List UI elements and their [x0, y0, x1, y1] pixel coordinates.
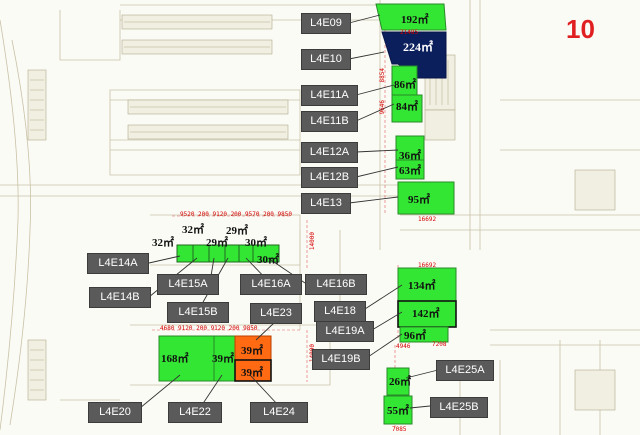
label-l4e16a[interactable]: L4E16A: [240, 274, 302, 295]
unit-l4e14a[interactable]: [176, 244, 194, 263]
label-l4e13[interactable]: L4E13: [301, 193, 351, 214]
area-l4e20: 168㎡: [161, 353, 189, 365]
dimension-14000-a: 14000: [309, 232, 316, 251]
label-l4e19a[interactable]: L4E19A: [316, 321, 374, 342]
unit-l4e12b[interactable]: [395, 159, 425, 180]
label-l4e15b[interactable]: L4E15B: [167, 302, 229, 323]
unit-l4e25b[interactable]: [383, 395, 413, 425]
unit-l4e09[interactable]: [375, 3, 447, 31]
area-l4e12b: 63㎡: [399, 165, 421, 177]
label-l4e18[interactable]: L4E18: [314, 301, 366, 322]
label-l4e20[interactable]: L4E20: [88, 402, 142, 423]
label-l4e09[interactable]: L4E09: [301, 13, 351, 34]
area-l4e19a: 142㎡: [412, 308, 440, 320]
area-l4e22: 39㎡: [212, 353, 234, 365]
label-l4e24[interactable]: L4E24: [250, 402, 308, 423]
area-l4e15a: 29㎡: [206, 237, 228, 249]
area-l4e10: 224㎡: [403, 40, 434, 54]
label-l4e14a[interactable]: L4E14A: [87, 253, 149, 274]
label-l4e15a[interactable]: L4E15A: [157, 274, 219, 295]
unit-l4e24[interactable]: [234, 359, 272, 382]
area-l4e23: 39㎡: [241, 345, 263, 357]
area-l4e11a: 86㎡: [394, 79, 416, 91]
area-l4e13: 95㎡: [408, 194, 430, 206]
area-l4e11b: 84㎡: [396, 101, 418, 113]
area-l4e25a: 26㎡: [389, 376, 411, 388]
area-l4e16b: 30㎡: [257, 254, 279, 266]
dimension-top-row: 9520 200 9120 200 9570 200 9850: [180, 211, 292, 218]
unit-l4e10[interactable]: [381, 31, 447, 79]
dimension-16692-a: 16692: [418, 216, 437, 223]
unit-l4e13[interactable]: [397, 181, 455, 215]
unit-l4e19b[interactable]: [399, 326, 449, 343]
unit-l4e18[interactable]: [397, 267, 457, 302]
label-l4e19b[interactable]: L4E19B: [312, 349, 370, 370]
label-l4e25b[interactable]: L4E25B: [430, 397, 488, 418]
label-l4e11a[interactable]: L4E11A: [301, 85, 358, 106]
area-l4e09: 192㎡: [401, 14, 429, 26]
area-l4e24: 39㎡: [241, 367, 263, 379]
area-l4e15b: 29㎡: [226, 225, 248, 237]
label-l4e12b[interactable]: L4E12B: [301, 167, 358, 188]
seating-blocks: [27, 14, 616, 411]
unit-l4e25a[interactable]: [386, 367, 410, 396]
seat-rows: [30, 21, 449, 391]
area-l4e14a: 32㎡: [152, 237, 174, 249]
label-l4e12a[interactable]: L4E12A: [301, 142, 358, 163]
dimension-bottom-row: 4680 9120 200 9120 200 9850: [160, 325, 258, 332]
unit-l4e11b[interactable]: [391, 94, 423, 123]
dimension-8854: 8854: [379, 68, 386, 83]
dimension-9646: 9646: [379, 100, 386, 115]
unit-l4e16b[interactable]: [252, 244, 280, 263]
dimension-7085: 7085: [392, 426, 407, 433]
area-l4e19b: 96㎡: [404, 330, 426, 342]
label-l4e10[interactable]: L4E10: [301, 49, 351, 70]
page-number: 10: [566, 14, 595, 44]
label-l4e14b[interactable]: L4E14B: [89, 287, 151, 308]
label-l4e16b[interactable]: L4E16B: [305, 274, 367, 295]
dimension-4946: 4946: [396, 343, 411, 350]
label-l4e11b[interactable]: L4E11B: [301, 111, 358, 132]
dimension-21485: 21485: [400, 29, 419, 36]
dimension-7208: 7208: [432, 341, 447, 348]
label-l4e25a[interactable]: L4E25A: [436, 360, 494, 381]
label-l4e22[interactable]: L4E22: [168, 402, 222, 423]
area-l4e18: 134㎡: [408, 280, 436, 292]
area-l4e25b: 55㎡: [387, 405, 409, 417]
area-l4e12a: 36㎡: [399, 150, 421, 162]
area-l4e14b: 32㎡: [182, 224, 204, 236]
label-l4e23[interactable]: L4E23: [250, 303, 302, 324]
area-l4e16a: 30㎡: [245, 237, 267, 249]
unit-l4e11a[interactable]: [391, 65, 418, 96]
dimension-16692-b: 16692: [418, 262, 437, 269]
